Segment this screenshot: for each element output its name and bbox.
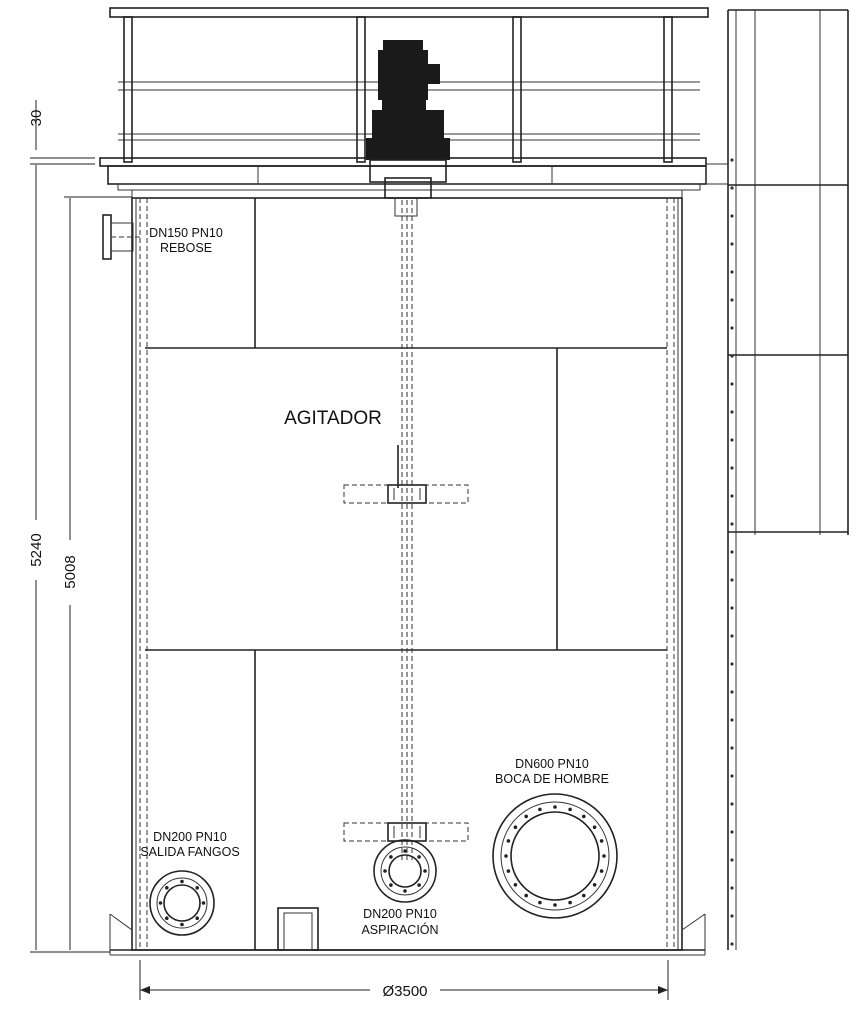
bolt-hole xyxy=(524,814,528,819)
ladder-rung xyxy=(730,718,734,722)
bolt-hole xyxy=(201,901,206,905)
ladder-rung xyxy=(730,746,734,750)
ladder-rung xyxy=(730,802,734,806)
dimension-lines xyxy=(30,100,669,1000)
handrail xyxy=(109,7,709,163)
bolt-hole xyxy=(553,903,557,907)
agitator-label: AGITADOR xyxy=(284,408,382,429)
bolt-hole xyxy=(513,883,518,887)
bolt-hole xyxy=(423,869,427,873)
bolt-hole xyxy=(592,825,597,829)
manhole-label-line1: DN600 PN10 xyxy=(515,757,589,771)
ladder-rung xyxy=(730,550,734,554)
ladder-rung xyxy=(730,606,734,610)
bolt-hole xyxy=(599,869,604,873)
bolt-hole xyxy=(403,889,407,893)
bolt-hole xyxy=(599,839,604,843)
bolt-hole xyxy=(592,883,597,887)
sludge-outlet-label-line2: SALIDA FANGOS xyxy=(140,845,239,859)
suction-flange xyxy=(373,839,437,903)
ladder-rung xyxy=(730,690,734,694)
ladder-rung xyxy=(730,438,734,442)
bolt-hole xyxy=(389,883,393,887)
bolt-hole xyxy=(506,869,511,873)
bolt-hole xyxy=(417,883,421,887)
ladder-rung xyxy=(730,298,734,302)
overflow-label-line2: REBOSE xyxy=(160,241,212,255)
ladder-rung xyxy=(730,774,734,778)
bolt-hole xyxy=(383,869,387,873)
agitator-impeller-upper xyxy=(343,484,469,504)
bolt-hole xyxy=(504,854,508,858)
sludge-outlet-label-line1: DN200 PN10 xyxy=(153,830,227,844)
overflow-nozzle xyxy=(102,214,140,260)
sludge-outlet-bolts xyxy=(158,879,206,927)
ladder-rung xyxy=(730,914,734,918)
bolt-hole xyxy=(602,854,606,858)
bolt-hole xyxy=(538,900,542,905)
ladder-rung xyxy=(730,494,734,498)
suction-label-line1: DN200 PN10 xyxy=(363,907,437,921)
bolt-hole xyxy=(158,901,163,905)
agitator-motor xyxy=(366,40,450,217)
ladder-rung xyxy=(730,522,734,526)
ladder-rungs xyxy=(730,158,734,946)
ladder-rung xyxy=(730,270,734,274)
bolt-hole xyxy=(582,814,586,819)
ladder-rung xyxy=(730,382,734,386)
bolt-hole xyxy=(568,807,572,812)
suction-bolts xyxy=(383,849,427,893)
bolt-hole xyxy=(506,839,511,843)
agitator-shaft xyxy=(397,200,413,860)
overflow-label-line1: DN150 PN10 xyxy=(149,226,223,240)
ladder-rung xyxy=(730,942,734,946)
dimension-diameter: Ø3500 xyxy=(382,983,427,1000)
ladder-rung xyxy=(730,158,734,162)
ladder-rung xyxy=(730,858,734,862)
bolt-hole xyxy=(582,893,586,898)
bolt-hole xyxy=(165,886,169,890)
ladder-rung xyxy=(730,242,734,246)
bolt-hole xyxy=(165,916,169,920)
ladder-rung xyxy=(730,662,734,666)
bolt-hole xyxy=(195,886,199,890)
ladder-rung xyxy=(730,634,734,638)
bolt-hole xyxy=(403,849,407,853)
ladder-rung xyxy=(730,830,734,834)
dimension-total-height: 5240 xyxy=(28,533,45,566)
manhole-label-line2: BOCA DE HOMBRE xyxy=(495,772,609,786)
ladder-rung xyxy=(730,886,734,890)
ladder-rung xyxy=(730,214,734,218)
bolt-hole xyxy=(524,893,528,898)
ladder-rung xyxy=(730,354,734,358)
bolt-hole xyxy=(568,900,572,905)
bolt-hole xyxy=(417,855,421,859)
bolt-hole xyxy=(195,916,199,920)
tank-shell xyxy=(109,197,706,956)
dimension-top-offset: 30 xyxy=(28,110,45,127)
manhole-bolts xyxy=(504,805,606,907)
bolt-hole xyxy=(180,879,184,884)
sludge-outlet-flange xyxy=(149,870,215,936)
access-ladder xyxy=(705,9,849,950)
ladder-rung xyxy=(730,578,734,582)
dimension-tank-height: 5008 xyxy=(62,555,79,588)
bolt-hole xyxy=(538,807,542,812)
suction-label-line2: ASPIRACIÓN xyxy=(361,922,438,937)
agitator-impeller-lower xyxy=(343,822,469,842)
bolt-hole xyxy=(180,922,184,927)
ladder-rung xyxy=(730,326,734,330)
bolt-hole xyxy=(389,855,393,859)
bolt-hole xyxy=(513,825,518,829)
ladder-rung xyxy=(730,466,734,470)
ladder-rung xyxy=(730,410,734,414)
manhole-flange xyxy=(492,793,618,919)
ladder-rung xyxy=(730,186,734,190)
bolt-hole xyxy=(553,805,557,809)
